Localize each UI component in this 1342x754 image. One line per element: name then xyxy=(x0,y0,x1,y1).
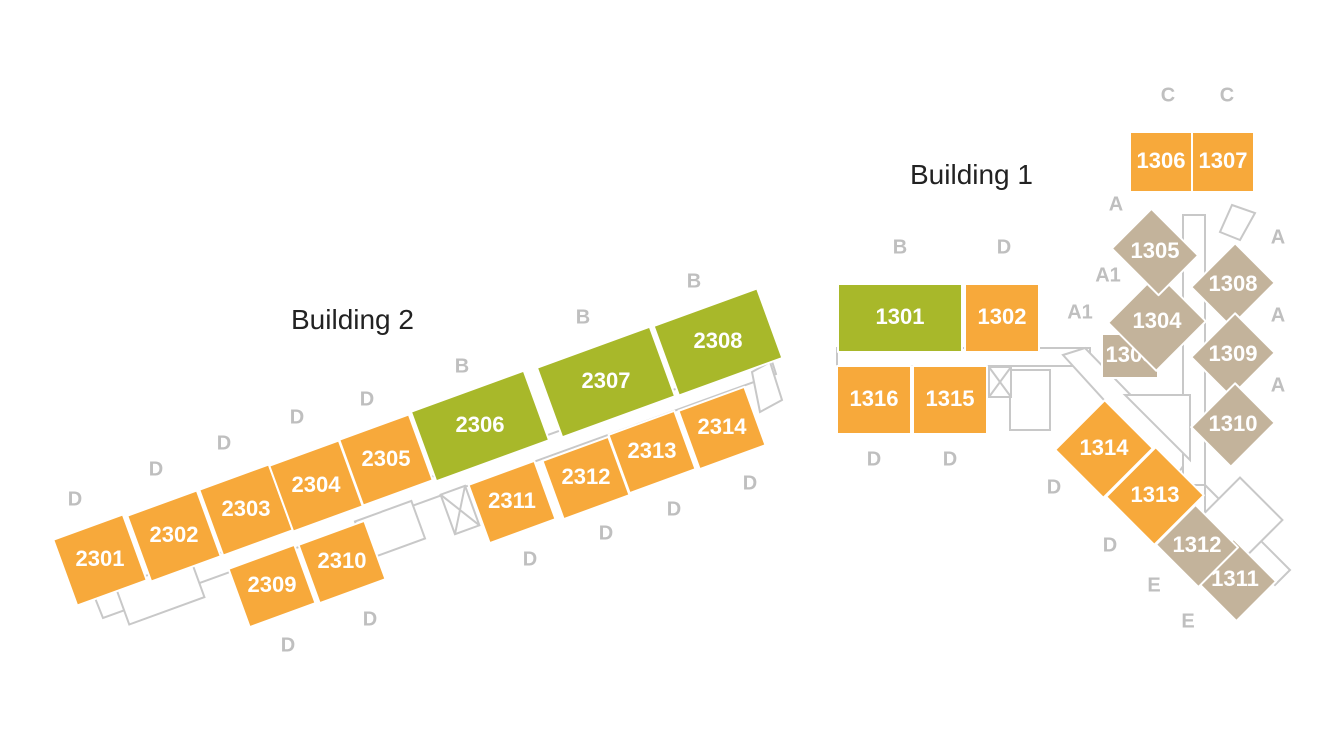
unit-2302-type-label: D xyxy=(149,458,163,480)
unit-1301[interactable]: 1301 xyxy=(837,283,963,353)
unit-2314-type-label: D xyxy=(743,472,757,494)
unit-1304-type-label: A1 xyxy=(1095,264,1121,286)
stairwell-1 xyxy=(439,484,481,536)
unit-2312-type-label: D xyxy=(599,522,613,544)
unit-1312-type-label: E xyxy=(1147,574,1160,596)
unit-2303-type-label: D xyxy=(217,432,231,454)
unit-2307-shape[interactable] xyxy=(535,325,677,439)
corridor-2 xyxy=(750,360,784,414)
unit-2306-type-label: B xyxy=(455,355,469,377)
building-2-title: Building 2 xyxy=(291,304,414,335)
unit-1308-shape[interactable] xyxy=(1190,242,1276,328)
unit-1301-shape[interactable] xyxy=(837,283,963,353)
unit-1309-type-label: A xyxy=(1271,304,1285,326)
unit-1301-type-label: B xyxy=(893,236,907,258)
unit-1315-shape[interactable] xyxy=(912,365,988,435)
unit-1307[interactable]: 1307 xyxy=(1191,131,1255,193)
unit-1306[interactable]: 1306 xyxy=(1129,131,1193,193)
unit-2308-type-label: B xyxy=(687,270,701,292)
unit-2310-type-label: D xyxy=(363,608,377,630)
building-1-title: Building 1 xyxy=(910,159,1033,190)
unit-2309-shape[interactable] xyxy=(227,543,317,629)
unit-2307-type-label: B xyxy=(576,306,590,328)
unit-1306-shape[interactable] xyxy=(1129,131,1193,193)
unit-1314-type-label: D xyxy=(1047,476,1061,498)
unit-1311-type-label: E xyxy=(1181,610,1194,632)
unit-1314-shape[interactable] xyxy=(1054,399,1154,499)
unit-2309-type-label: D xyxy=(281,634,295,656)
unit-1313-shape[interactable] xyxy=(1105,446,1205,546)
unit-1312-shape[interactable] xyxy=(1154,503,1240,589)
unit-2313-type-label: D xyxy=(667,498,681,520)
stairwells xyxy=(439,366,1012,536)
unit-2313-shape[interactable] xyxy=(607,409,697,495)
unit-2302-shape[interactable] xyxy=(126,489,222,583)
unit-1310-type-label: A xyxy=(1271,374,1285,396)
unit-2305-shape[interactable] xyxy=(338,413,434,507)
unit-1302-shape[interactable] xyxy=(964,283,1040,353)
balcony-3 xyxy=(1009,369,1051,431)
unit-2308-shape[interactable] xyxy=(652,287,784,397)
unit-1302-type-label: D xyxy=(997,236,1011,258)
unit-1316-type-label: D xyxy=(867,448,881,470)
stairwell-2 xyxy=(988,366,1012,398)
unit-1305-shape[interactable] xyxy=(1110,207,1200,297)
unit-1316-shape[interactable] xyxy=(836,365,912,435)
unit-1308-type-label: A xyxy=(1271,226,1285,248)
corridor-7 xyxy=(1122,394,1191,463)
unit-2301-shape[interactable] xyxy=(52,513,148,607)
unit-1304-shape[interactable] xyxy=(1107,272,1207,372)
unit-1306-type-label: C xyxy=(1161,84,1175,106)
unit-2311-shape[interactable] xyxy=(467,459,557,545)
unit-1303-type-label: A1 xyxy=(1067,301,1093,323)
unit-2305-type-label: D xyxy=(360,388,374,410)
corridor-8 xyxy=(1218,203,1257,242)
unit-1309-shape[interactable] xyxy=(1190,312,1276,398)
unit-1316[interactable]: 1316 xyxy=(836,365,912,435)
unit-1302[interactable]: 1302 xyxy=(964,283,1040,353)
unit-2301-type-label: D xyxy=(68,488,82,510)
unit-2314-shape[interactable] xyxy=(677,385,767,471)
unit-2311-type-label: D xyxy=(523,548,537,570)
unit-2306-shape[interactable] xyxy=(409,369,551,483)
unit-1313-type-label: D xyxy=(1103,534,1117,556)
unit-1307-shape[interactable] xyxy=(1191,131,1255,193)
unit-1315-type-label: D xyxy=(943,448,957,470)
unit-1305-type-label: A xyxy=(1109,193,1123,215)
unit-2304-type-label: D xyxy=(290,406,304,428)
unit-1310-shape[interactable] xyxy=(1190,382,1276,468)
unit-1315[interactable]: 1315 xyxy=(912,365,988,435)
unit-2312-shape[interactable] xyxy=(541,435,631,521)
unit-2310-shape[interactable] xyxy=(297,519,387,605)
unit-1307-type-label: C xyxy=(1220,84,1234,106)
